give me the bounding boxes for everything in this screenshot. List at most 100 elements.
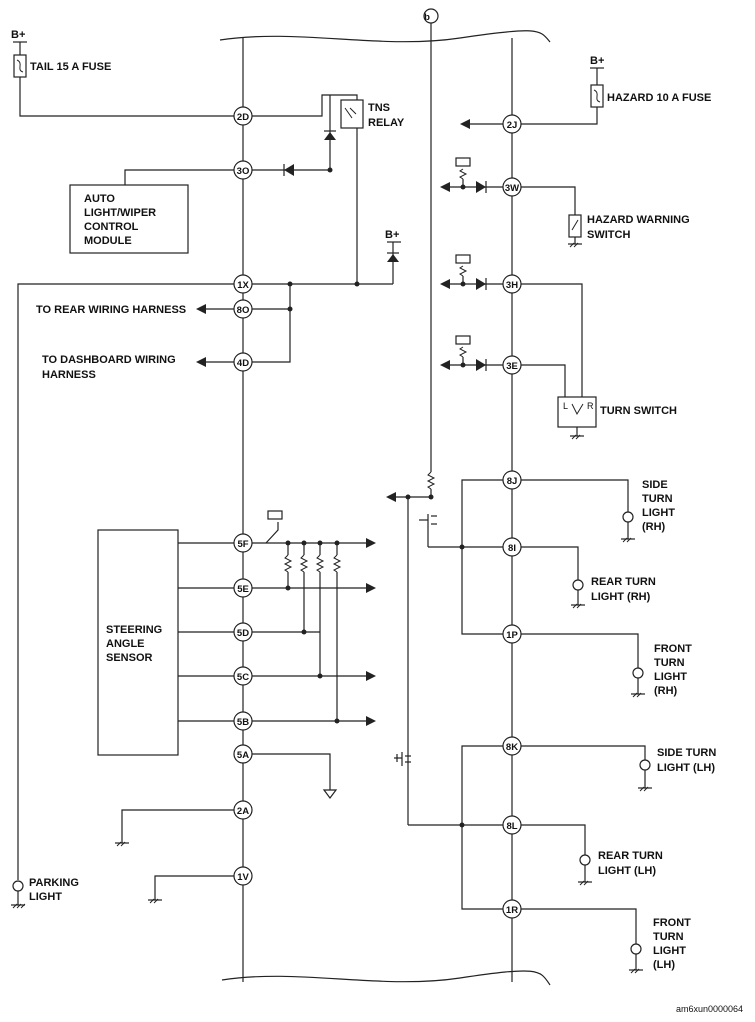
pin-circle bbox=[233, 533, 253, 553]
pin-label: 2A bbox=[237, 806, 249, 817]
auto-module-line-2: LIGHT/WIPER bbox=[84, 207, 156, 219]
driver-3w bbox=[440, 157, 512, 193]
diode-relay-icon bbox=[324, 132, 336, 140]
driver-3e bbox=[440, 335, 512, 371]
turn-switch-icon bbox=[557, 396, 597, 428]
side-turn-rh-3: LIGHT bbox=[642, 507, 675, 519]
rear-turn-lh-1: REAR TURN bbox=[598, 850, 663, 862]
pin-circle bbox=[233, 578, 253, 598]
side-turn-rh-2: TURN bbox=[642, 493, 673, 505]
front-turn-lh-4: (LH) bbox=[653, 959, 675, 971]
steering-label-3: SENSOR bbox=[106, 652, 153, 664]
parking-light-label-2: LIGHT bbox=[29, 891, 62, 903]
pin-circle bbox=[502, 537, 522, 557]
tns-relay-label-1: TNS bbox=[368, 102, 390, 114]
b-output-arrow bbox=[386, 492, 396, 502]
bplus-label-tail: B+ bbox=[11, 29, 25, 41]
lh-turn-driver bbox=[394, 752, 411, 766]
front-turn-rh-2: TURN bbox=[654, 657, 685, 669]
pin-circle bbox=[502, 899, 522, 919]
pin-label: 1P bbox=[506, 630, 518, 641]
pin-circle bbox=[233, 622, 253, 642]
steering-angle-sensor bbox=[97, 529, 179, 756]
pin-label: 8I bbox=[508, 543, 516, 554]
diode-1x-icon bbox=[387, 254, 399, 262]
rear-turn-rh-icon bbox=[572, 579, 584, 591]
hazard-switch-label-1: HAZARD WARNING bbox=[587, 214, 690, 226]
bottom-break-line bbox=[221, 970, 551, 986]
pin-label: 1X bbox=[237, 280, 249, 291]
side-turn-rh-4: (RH) bbox=[642, 521, 666, 533]
ground-5a-icon bbox=[322, 789, 338, 799]
diode-3o-icon bbox=[284, 164, 294, 176]
pin-circle bbox=[502, 736, 522, 756]
pin-circle bbox=[233, 299, 253, 319]
dash-harness-arrow bbox=[196, 357, 206, 367]
pin-label: 5B bbox=[237, 717, 249, 728]
pin-circle bbox=[233, 800, 253, 820]
pin-label: 8K bbox=[506, 742, 518, 753]
auto-module-line-3: CONTROL bbox=[84, 221, 139, 233]
pin-circle bbox=[233, 160, 253, 180]
pin-label: 5C bbox=[237, 672, 249, 683]
bplus-label-1x: B+ bbox=[385, 229, 399, 241]
front-turn-rh-3: LIGHT bbox=[654, 671, 687, 683]
rear-turn-lh-2: LIGHT (LH) bbox=[598, 865, 656, 877]
pin-label: 2D bbox=[237, 112, 249, 123]
pin-label: 5E bbox=[237, 584, 249, 595]
side-turn-lh-1: SIDE TURN bbox=[657, 747, 716, 759]
auto-module-line-4: MODULE bbox=[84, 235, 132, 247]
pin-label: 5A bbox=[237, 750, 249, 761]
pin-circle bbox=[233, 106, 253, 126]
auto-module-line-1: AUTO bbox=[84, 193, 115, 205]
front-turn-rh-1: FRONT bbox=[654, 643, 692, 655]
dash-harness-label-2: HARNESS bbox=[42, 369, 96, 381]
hazard-warning-switch-icon bbox=[568, 214, 582, 238]
front-turn-lh-2: TURN bbox=[653, 931, 684, 943]
pin-circle bbox=[233, 666, 253, 686]
steering-label-2: ANGLE bbox=[106, 638, 145, 650]
pin-label: 2J bbox=[507, 120, 518, 131]
rear-turn-rh-2: LIGHT (RH) bbox=[591, 591, 651, 603]
pin-label: 5D bbox=[237, 628, 249, 639]
side-turn-lh-icon bbox=[639, 759, 651, 771]
pin-circle bbox=[502, 114, 522, 134]
turn-switch-label: TURN SWITCH bbox=[600, 405, 677, 417]
front-turn-lh-3: LIGHT bbox=[653, 945, 686, 957]
tail-fuse-label: TAIL 15 A FUSE bbox=[30, 61, 111, 73]
2j-output-arrow bbox=[460, 119, 470, 129]
rear-turn-rh-1: REAR TURN bbox=[591, 576, 656, 588]
figure-id: am6xun0000064 bbox=[676, 1004, 743, 1014]
pin-circle bbox=[233, 744, 253, 764]
pin-label: 1R bbox=[506, 905, 518, 916]
pin-circle bbox=[502, 815, 522, 835]
pin-circle bbox=[502, 355, 522, 375]
sensor-transistor-icon bbox=[267, 510, 283, 520]
pin-circle bbox=[502, 470, 522, 490]
pin-label: 8L bbox=[506, 821, 517, 832]
rh-turn-driver bbox=[419, 514, 437, 547]
pin-label: 3O bbox=[237, 166, 250, 177]
side-turn-rh-1: SIDE bbox=[642, 479, 668, 491]
pin-circle bbox=[502, 177, 522, 197]
dash-harness-label-1: TO DASHBOARD WIRING bbox=[42, 354, 176, 366]
tns-relay-label-2: RELAY bbox=[368, 117, 405, 129]
auto-light-wiper-module bbox=[69, 184, 189, 254]
pin-circle bbox=[233, 711, 253, 731]
driver-3h bbox=[440, 254, 512, 290]
pin-label: 3H bbox=[506, 280, 518, 291]
pin-label: 1V bbox=[237, 872, 249, 883]
bplus-label-hazard: B+ bbox=[590, 55, 604, 67]
front-turn-lh-1: FRONT bbox=[653, 917, 691, 929]
front-turn-rh-4: (RH) bbox=[654, 685, 678, 697]
pin-label: 4D bbox=[237, 358, 249, 369]
turn-switch-l: L bbox=[563, 401, 568, 411]
front-turn-lh-icon bbox=[630, 943, 642, 955]
connector-b-label: b bbox=[424, 12, 430, 23]
turn-switch-r: R bbox=[587, 401, 594, 411]
side-turn-rh-icon bbox=[622, 511, 634, 523]
pin-circle bbox=[502, 624, 522, 644]
tns-relay-icon bbox=[340, 99, 364, 129]
left-pin-column: 2D 3O 1X 8O 4D 5F 5E 5D 5C 5B 5A 2A 1V bbox=[233, 106, 253, 886]
rear-harness-arrow bbox=[196, 304, 206, 314]
